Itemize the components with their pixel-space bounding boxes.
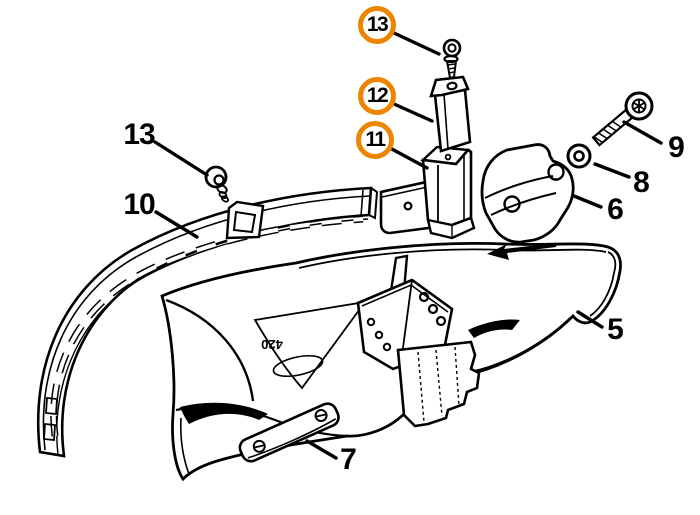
leader-7 — [305, 439, 338, 460]
part-marking-text: 420 — [261, 337, 283, 352]
callout-11-circled[interactable]: 11 — [356, 121, 394, 159]
direction-arrow-icon — [487, 243, 557, 260]
leader-11-circled — [388, 146, 429, 170]
part-deflector-5: 420 — [160, 242, 622, 482]
callout-13-plain: 13 — [123, 118, 155, 151]
deflector-hanger-channel — [396, 340, 481, 428]
callout-12-circled[interactable]: 12 — [358, 77, 396, 115]
part-screw-13-left — [204, 165, 230, 203]
leader-lines — [153, 31, 663, 460]
callout-10: 10 — [123, 188, 155, 221]
leader-9 — [622, 120, 663, 145]
part-upper-bracket-12 — [429, 75, 472, 153]
leader-12-circled — [392, 102, 434, 123]
part-guard-extension-10 — [36, 186, 379, 458]
part-cover-plate-7 — [238, 402, 340, 463]
callout-6: 6 — [607, 193, 624, 226]
leader-13-left — [153, 140, 209, 177]
leader-5 — [576, 310, 604, 329]
leader-13-circled — [392, 31, 441, 56]
callout-5: 5 — [607, 313, 624, 346]
callout-7: 7 — [340, 443, 357, 476]
callout-9: 9 — [668, 131, 685, 164]
part-washer-8 — [566, 143, 592, 169]
callout-8: 8 — [633, 166, 650, 199]
leader-8 — [593, 162, 631, 179]
leader-10 — [154, 210, 199, 239]
leader-6 — [572, 194, 603, 209]
callout-13-circled[interactable]: 13 — [358, 6, 396, 44]
part-screw-13-top — [442, 38, 462, 80]
part-torx-screw-9 — [591, 91, 654, 147]
part-clamp-6 — [480, 143, 575, 244]
part-lower-bracket-11 — [379, 145, 476, 240]
